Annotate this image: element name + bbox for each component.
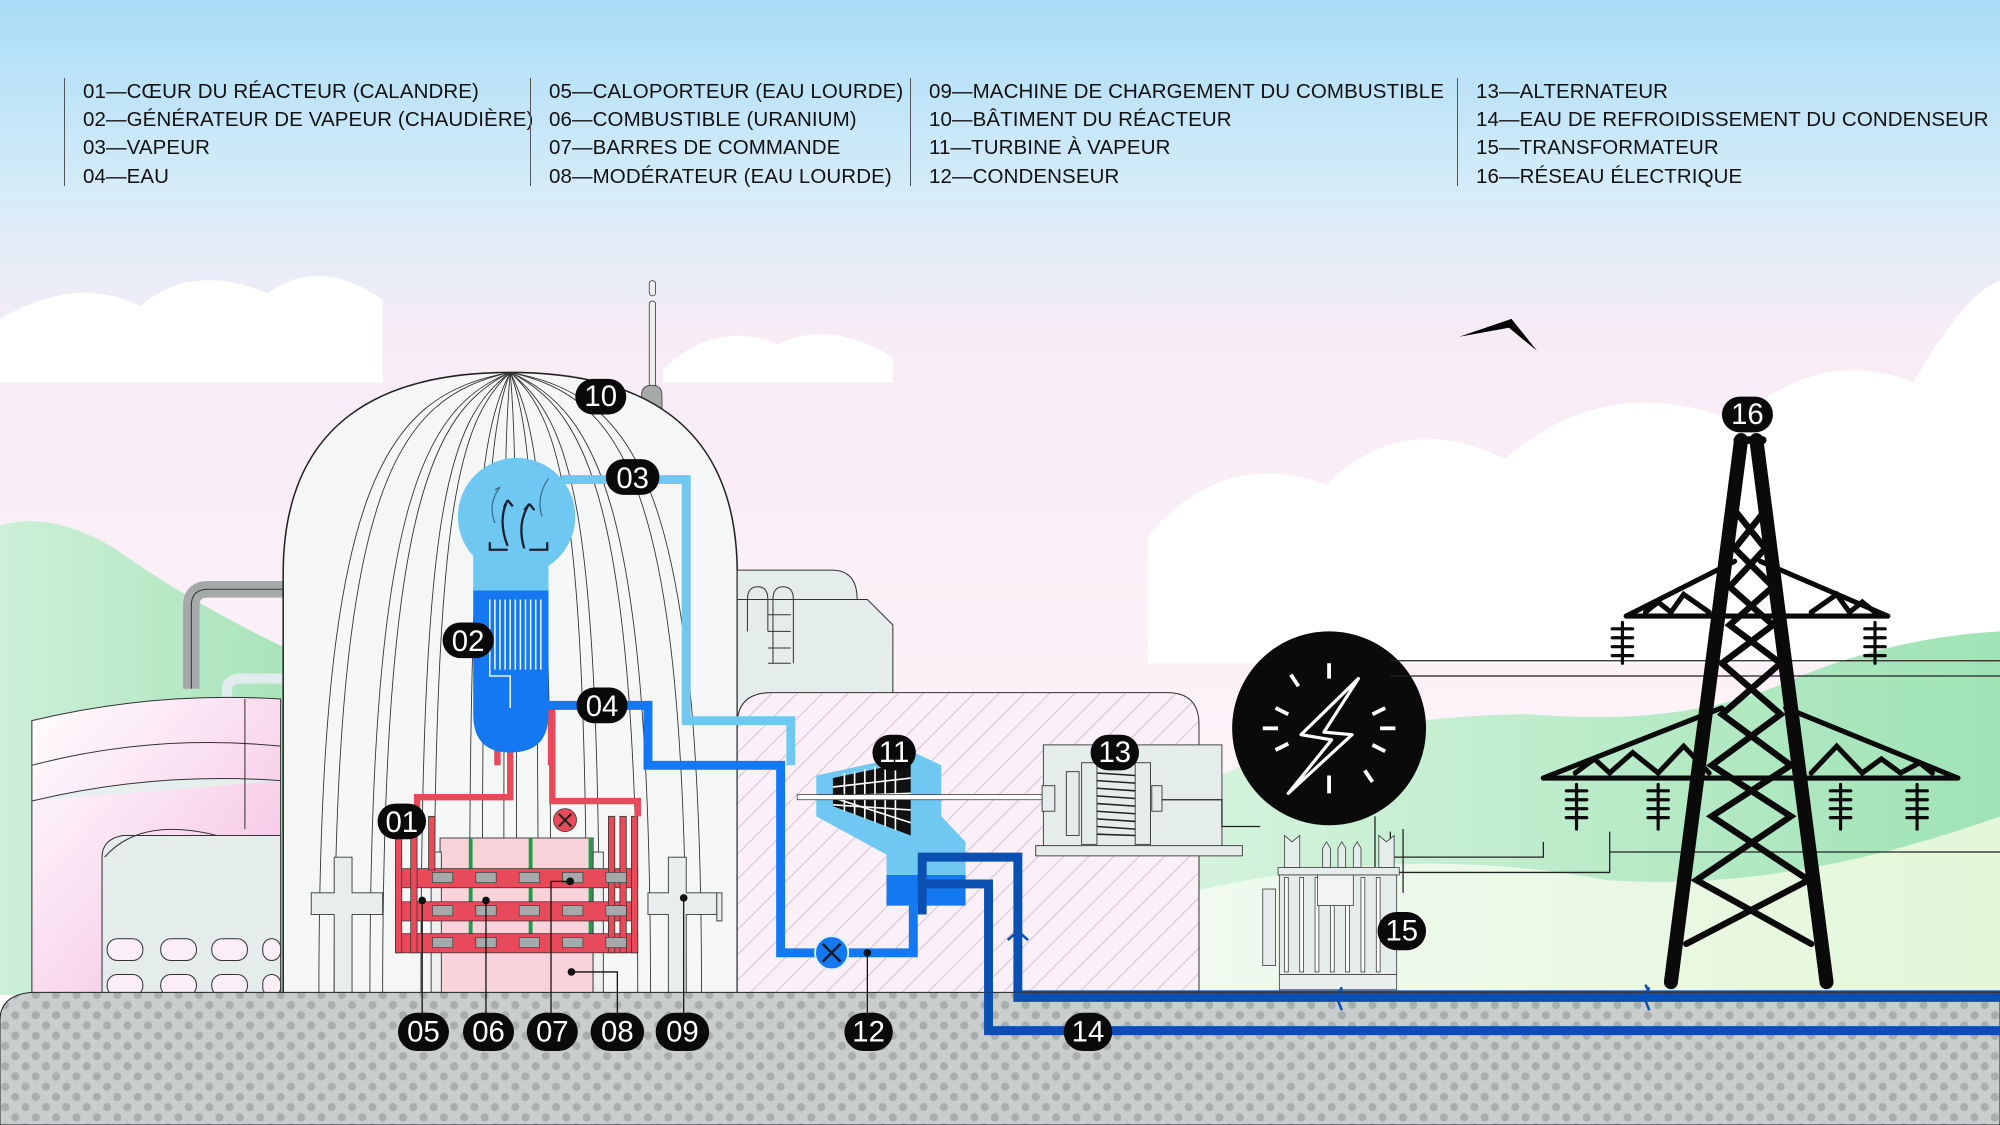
leader-dots (418, 877, 872, 976)
electricity-icon (1232, 631, 1427, 826)
legend: 01—CŒUR DU RÉACTEUR (CALANDRE) 02—GÉNÉRA… (0, 78, 2000, 188)
legend-item: 06—COMBUSTIBLE (URANIUM) (549, 108, 857, 132)
badge-05[interactable]: 05 (397, 1012, 449, 1052)
legend-item: 09—MACHINE DE CHARGEMENT DU COMBUSTIBLE (929, 80, 1444, 103)
legend-item: 10—BÂTIMENT DU RÉACTEUR (929, 108, 1232, 132)
badge-09[interactable]: 09 (655, 1012, 710, 1052)
badge-03[interactable]: 03 (605, 459, 660, 495)
legend-item: 15—TRANSFORMATEUR (1476, 136, 1719, 160)
fuel-bundles (432, 872, 627, 949)
svg-text:15: 15 (1385, 915, 1418, 948)
steam-icon (488, 499, 549, 551)
transformer-fins (1284, 877, 1381, 973)
legend-item: 07—BARRES DE COMMANDE (549, 136, 841, 160)
svg-text:04: 04 (586, 690, 619, 723)
pump-icon (814, 935, 850, 971)
badge-12[interactable]: 12 (844, 1012, 893, 1052)
badge-04[interactable]: 04 (576, 687, 628, 724)
ladder (746, 586, 794, 664)
badge-08[interactable]: 08 (590, 1012, 645, 1052)
legend-item: 11—TURBINE À VAPEUR (929, 136, 1171, 160)
cooling-water-line-underground (984, 992, 2000, 1036)
leader-lines (421, 880, 868, 1021)
svg-text:07: 07 (536, 1015, 569, 1048)
legend-item: 03—VAPEUR (83, 136, 211, 160)
steam-turbine (796, 742, 1047, 906)
svg-text:11: 11 (879, 736, 909, 769)
badge-06[interactable]: 06 (463, 1012, 515, 1052)
legend-item: 01—CŒUR DU RÉACTEUR (CALANDRE) (83, 80, 479, 103)
badge-10[interactable]: 10 (575, 378, 627, 415)
lower-crossarm (1540, 705, 1961, 781)
svg-text:14: 14 (1072, 1015, 1105, 1048)
svg-text:02: 02 (452, 625, 485, 658)
legend-item: 12—CONDENSEUR (929, 164, 1120, 188)
insulators (1564, 620, 1929, 831)
upper-crossarm (1623, 558, 1891, 619)
svg-text:05: 05 (407, 1015, 440, 1048)
legend-item: 16—RÉSEAU ÉLECTRIQUE (1476, 164, 1743, 188)
badge-01[interactable]: 01 (377, 803, 427, 840)
badge-16[interactable]: 16 (1721, 396, 1773, 433)
heat-exchanger-coil (489, 599, 542, 708)
legend-item: 04—EAU (83, 164, 170, 188)
svg-text:01: 01 (385, 806, 418, 839)
power-cables (1374, 660, 2000, 893)
badge-02[interactable]: 02 (442, 622, 494, 659)
reactor-core (395, 704, 641, 1005)
legend-item: 08—MODÉRATEUR (EAU LOURDE) (549, 164, 892, 188)
svg-text:06: 06 (472, 1015, 505, 1048)
clouds (0, 275, 2000, 664)
legend-item: 05—CALOPORTEUR (EAU LOURDE) (549, 80, 904, 103)
svg-text:08: 08 (601, 1015, 634, 1048)
badge-13[interactable]: 13 (1090, 734, 1140, 771)
badge-07[interactable]: 07 (526, 1012, 578, 1052)
legend-item: 14—EAU DE REFROIDISSEMENT DU CONDENSEUR (1476, 108, 1989, 132)
legend-item: 02—GÉNÉRATEUR DE VAPEUR (CHAUDIÈRE) (83, 108, 534, 132)
bird-icon (1459, 318, 1537, 351)
svg-text:16: 16 (1731, 398, 1764, 431)
transformer (1262, 834, 1400, 991)
svg-text:10: 10 (584, 380, 617, 413)
service-building (736, 569, 894, 715)
badge-11[interactable]: 11 (872, 734, 916, 771)
control-rods (468, 838, 593, 941)
ground (0, 991, 2000, 1125)
badge-14[interactable]: 14 (1063, 1012, 1113, 1052)
flow-arrows-underground (1335, 986, 1651, 1011)
svg-text:12: 12 (852, 1015, 885, 1048)
steam-wisps (491, 477, 550, 524)
feedwater-line (548, 700, 817, 958)
legend-item: 13—ALTERNATEUR (1476, 80, 1669, 103)
badges: 01 02 03 04 05 06 07 08 09 10 11 12 13 1… (377, 378, 1773, 1052)
transmission-tower (1540, 433, 1961, 990)
badge-15[interactable]: 15 (1377, 911, 1427, 951)
clock-ticks (1262, 663, 1396, 794)
left-grey-pipes (183, 580, 294, 705)
legend-column-1: 01—CŒUR DU RÉACTEUR (CALANDRE) 02—GÉNÉRA… (64, 78, 534, 188)
svg-text:13: 13 (1098, 736, 1131, 769)
legend-column-2: 05—CALOPORTEUR (EAU LOURDE) 06—COMBUSTIB… (530, 78, 904, 188)
legend-column-4: 13—ALTERNATEUR 14—EAU DE REFROIDISSEMENT… (1457, 78, 1989, 188)
legend-column-3: 09—MACHINE DE CHARGEMENT DU COMBUSTIBLE … (910, 78, 1444, 188)
valve-cross (557, 813, 573, 828)
steam-generator (457, 457, 576, 753)
lightning-bolt-icon (1286, 676, 1361, 795)
transformer-bushings (1284, 834, 1395, 868)
vent-grille (106, 938, 282, 997)
svg-text:09: 09 (666, 1015, 699, 1048)
svg-text:03: 03 (616, 462, 649, 495)
alternator-cable (1161, 799, 1261, 828)
alternator-coil (1096, 772, 1136, 837)
auxiliary-building (31, 696, 345, 997)
turbine-shaft (796, 794, 1047, 801)
